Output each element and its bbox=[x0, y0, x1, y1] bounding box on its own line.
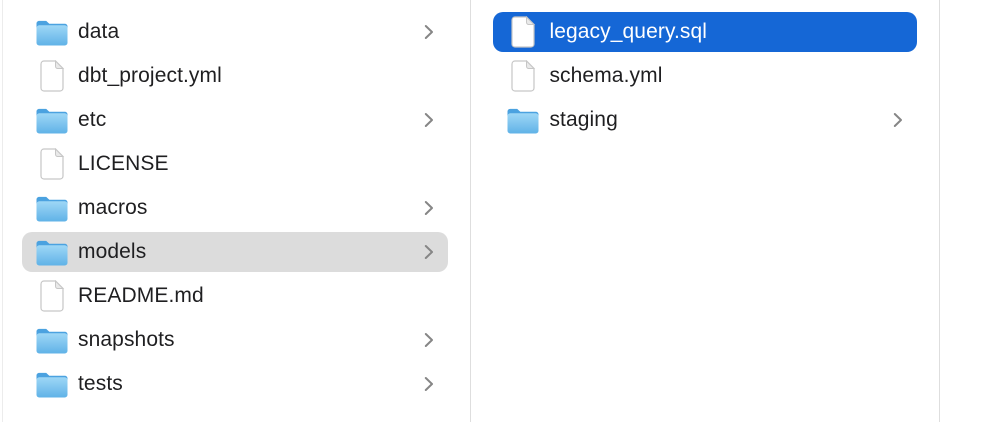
file-column-left: data d bbox=[0, 0, 472, 422]
document-icon bbox=[40, 280, 65, 312]
file-name: LICENSE bbox=[78, 152, 169, 175]
document-icon bbox=[511, 60, 536, 92]
folder-icon bbox=[36, 240, 68, 265]
column-left-edge-divider bbox=[2, 0, 3, 422]
file-item-models[interactable]: models bbox=[22, 232, 449, 272]
file-item-tests[interactable]: tests bbox=[22, 364, 448, 404]
folder-icon bbox=[36, 20, 68, 45]
file-name: macros bbox=[78, 196, 148, 219]
chevron-right-icon bbox=[424, 200, 434, 216]
file-item-LICENSE[interactable]: LICENSE bbox=[22, 144, 448, 184]
chevron-right-icon bbox=[424, 24, 434, 40]
file-item-snapshots[interactable]: snapshots bbox=[22, 320, 448, 360]
file-item-README.md[interactable]: README.md bbox=[22, 276, 448, 316]
chevron-right-icon bbox=[424, 332, 434, 348]
file-column-empty bbox=[940, 0, 984, 422]
document-icon bbox=[36, 148, 68, 180]
file-item-staging[interactable]: staging bbox=[493, 100, 917, 140]
file-item-etc[interactable]: etc bbox=[22, 100, 448, 140]
file-item-legacy_query.sql[interactable]: legacy_query.sql bbox=[493, 12, 917, 52]
chevron-right-icon bbox=[424, 112, 434, 128]
folder-icon bbox=[36, 196, 68, 221]
file-name: staging bbox=[549, 108, 618, 131]
chevron-right-icon bbox=[424, 376, 434, 392]
document-icon bbox=[36, 60, 68, 92]
folder-icon bbox=[507, 108, 539, 133]
file-name: README.md bbox=[78, 284, 204, 307]
folder-icon bbox=[36, 324, 68, 356]
file-item-dbt_project.yml[interactable]: dbt_project.yml bbox=[22, 56, 448, 96]
file-name: tests bbox=[78, 372, 123, 395]
folder-icon bbox=[36, 328, 68, 353]
folder-icon bbox=[36, 108, 68, 133]
folder-icon bbox=[36, 192, 68, 224]
file-name: schema.yml bbox=[549, 64, 663, 87]
chevron-right-icon bbox=[893, 112, 903, 128]
folder-icon bbox=[36, 368, 68, 400]
document-icon bbox=[40, 148, 65, 180]
folder-icon bbox=[36, 236, 68, 268]
file-name: dbt_project.yml bbox=[78, 64, 222, 87]
file-column-right: legacy_query.sql bbox=[471, 0, 940, 422]
file-item-data[interactable]: data bbox=[22, 12, 448, 52]
chevron-right-icon bbox=[424, 244, 434, 260]
file-name: models bbox=[78, 240, 147, 263]
folder-icon bbox=[36, 104, 68, 136]
folder-icon bbox=[36, 16, 68, 48]
file-item-schema.yml[interactable]: schema.yml bbox=[493, 56, 917, 96]
file-name: snapshots bbox=[78, 328, 175, 351]
file-name: data bbox=[78, 20, 120, 43]
document-icon bbox=[507, 60, 539, 92]
file-name: legacy_query.sql bbox=[549, 20, 708, 43]
file-name: etc bbox=[78, 108, 107, 131]
folder-icon bbox=[36, 372, 68, 397]
document-icon bbox=[40, 60, 65, 92]
document-icon bbox=[507, 16, 539, 48]
document-icon bbox=[36, 280, 68, 312]
file-item-macros[interactable]: macros bbox=[22, 188, 448, 228]
folder-icon bbox=[507, 104, 539, 136]
document-icon bbox=[511, 16, 536, 48]
